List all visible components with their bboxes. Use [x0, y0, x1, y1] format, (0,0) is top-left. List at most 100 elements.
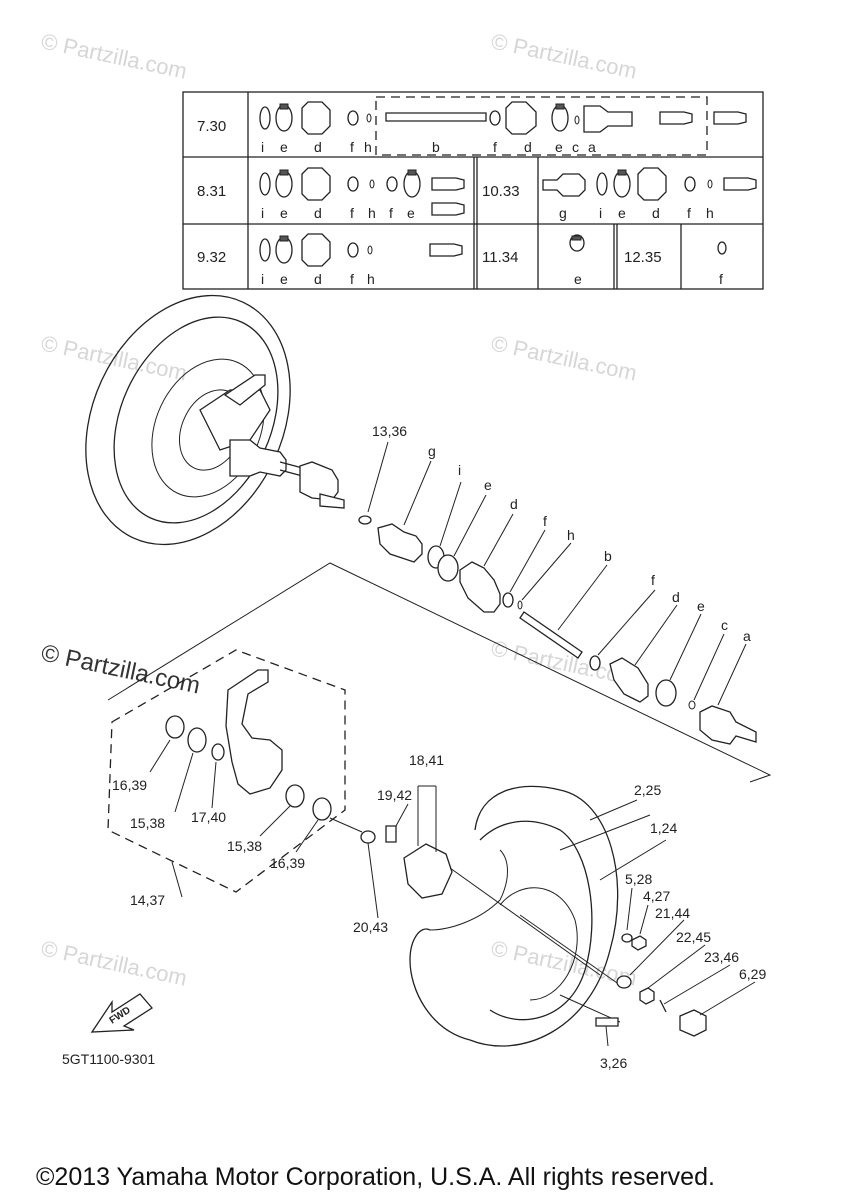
callout-label: 16,39 — [270, 855, 305, 871]
part-letter: f — [350, 271, 354, 287]
clamp-f2 — [589, 655, 601, 671]
row-1-letters: i e d f h b f d e c a — [261, 139, 596, 155]
callout-label: f — [651, 572, 655, 588]
lower-wheel-assembly: 20,43 18,41 19,42 2,25 1 — [329, 752, 766, 1071]
part-letter: h — [368, 205, 376, 221]
o-ring-20-43 — [360, 830, 376, 844]
row-model-label: 9.32 — [197, 249, 226, 266]
row-4-parts — [259, 233, 463, 267]
hub-18-41 — [403, 843, 453, 899]
part-letter: i — [261, 271, 264, 287]
fwd-arrow-icon: FWD — [90, 993, 153, 1033]
part-letter: d — [314, 271, 322, 287]
callout-label: h — [567, 527, 575, 543]
ring-c — [688, 700, 696, 710]
clamp-tab-icon — [571, 235, 582, 241]
callout-label: 19,42 — [377, 787, 412, 803]
part-letter: f — [389, 205, 393, 221]
part-letter: h — [364, 139, 372, 155]
seal-15-38 — [187, 727, 207, 753]
assembly-outline — [107, 562, 772, 783]
callout-label: e — [697, 598, 705, 614]
part-letter: f — [687, 205, 691, 221]
callout-label: b — [604, 548, 612, 564]
upper-wheel-assembly — [85, 294, 345, 546]
callout-label: 20,43 — [353, 919, 388, 935]
part-letter: i — [261, 205, 264, 221]
ring-h — [517, 600, 523, 610]
part-letter: i — [261, 139, 264, 155]
part-letter: d — [524, 139, 532, 155]
clamp-f — [502, 592, 514, 608]
row-3-letters: g i e d f h — [559, 205, 714, 221]
cap-6-29 — [679, 1009, 707, 1037]
part-letter: a — [588, 139, 596, 155]
part-letter: d — [314, 139, 322, 155]
variant-table: 7.30 8.31 10.33 9.32 11.34 12.35 i e d f — [182, 91, 764, 290]
callout-label: a — [743, 628, 751, 644]
boot-d — [459, 561, 501, 613]
spacer-17-40 — [211, 743, 225, 761]
callout-label: f — [543, 513, 547, 529]
part-letter: f — [719, 271, 723, 287]
watermark-text: © Partzilla.com — [39, 28, 189, 83]
callout-label: 18,41 — [409, 752, 444, 768]
washer-21-44 — [616, 975, 632, 989]
knuckle — [225, 669, 283, 795]
part-letter: e — [574, 271, 582, 287]
callout-label: e — [484, 477, 492, 493]
part-letter: h — [367, 271, 375, 287]
boot-d2 — [609, 657, 649, 703]
row-model-label: 8.31 — [197, 183, 226, 200]
callout-label: 14,37 — [130, 892, 165, 908]
part-letter: e — [280, 271, 288, 287]
part-letter: e — [280, 205, 288, 221]
callout-label: d — [672, 589, 680, 605]
watermark-main: © Partzilla.com — [39, 639, 203, 699]
washer-5-28 — [621, 933, 633, 943]
stud-19-42 — [385, 825, 397, 843]
part-letter: i — [599, 205, 602, 221]
callout-label: d — [510, 496, 518, 512]
callout-label: 17,40 — [191, 809, 226, 825]
row-model-label: 12.35 — [624, 249, 662, 266]
callout-label: 22,45 — [676, 929, 711, 945]
part-letter: e — [280, 139, 288, 155]
row-4-letters: i e d f h — [261, 271, 375, 287]
nut-4-27 — [631, 935, 647, 951]
callout-label: 16,39 — [112, 777, 147, 793]
callout-label: 21,44 — [655, 905, 690, 921]
callout-label: 3,26 — [600, 1055, 627, 1071]
joint-a — [699, 705, 757, 745]
clamp-e2 — [655, 679, 677, 707]
part-letter: d — [314, 205, 322, 221]
circlip-13-36 — [358, 515, 372, 525]
callout-label: 1,24 — [650, 820, 677, 836]
callout-label: 4,27 — [643, 888, 670, 904]
watermarks: © Partzilla.com © Partzilla.com © Partzi… — [39, 28, 639, 990]
bearing-16-39 — [165, 715, 185, 739]
callout-label: g — [428, 443, 436, 459]
row-1-parts — [259, 101, 747, 135]
part-letter: f — [493, 139, 497, 155]
clamp-e — [437, 554, 459, 582]
callout-label: 15,38 — [227, 838, 262, 854]
row-model-label: 7.30 — [197, 118, 226, 135]
bearing-16-39b — [312, 797, 332, 821]
callout-label: i — [458, 462, 461, 478]
clamp-small-icon — [717, 241, 727, 255]
part-letter: c — [572, 139, 579, 155]
row-2-letters: i e d f h f e — [261, 205, 415, 221]
part-letter: e — [407, 205, 415, 221]
callout-label: 2,25 — [634, 782, 661, 798]
part-letter: f — [350, 139, 354, 155]
part-letter: e — [555, 139, 563, 155]
row-model-label: 10.33 — [482, 183, 520, 200]
row-3-parts — [542, 167, 757, 201]
nut-22-45 — [639, 987, 655, 1005]
part-letter: g — [559, 205, 567, 221]
knuckle-assembly: 16,39 15,38 17,40 15,38 16,39 14,37 — [107, 649, 346, 908]
part-letter: d — [652, 205, 660, 221]
row-2-parts — [259, 167, 465, 216]
